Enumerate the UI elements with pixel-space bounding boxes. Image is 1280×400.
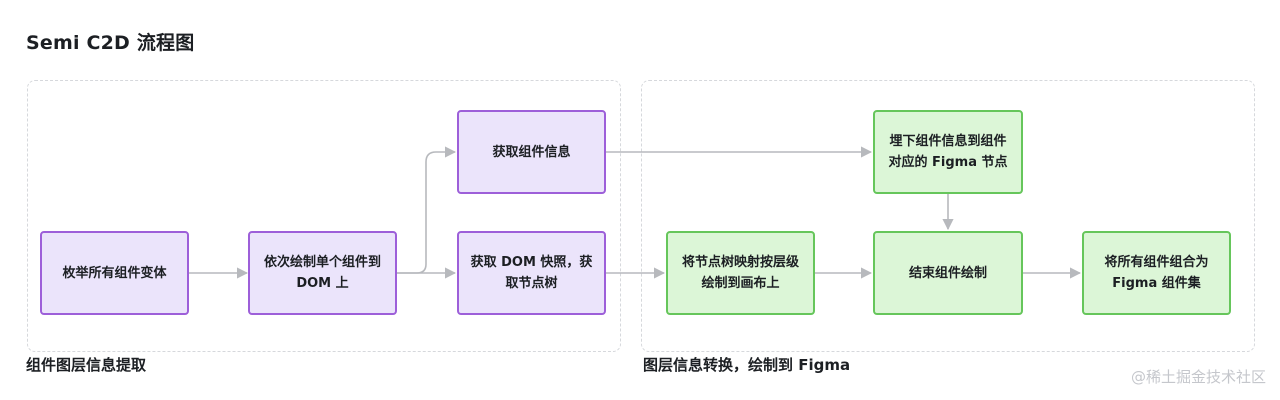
page-title: Semi C2D 流程图 [26, 32, 195, 54]
node-dom-snapshot: 获取 DOM 快照，获取节点树 [457, 231, 606, 315]
node-enumerate-variants: 枚举所有组件变体 [40, 231, 189, 315]
node-bury-component-info: 埋下组件信息到组件对应的 Figma 节点 [873, 110, 1023, 194]
node-map-tree-to-canvas: 将节点树映射按层级绘制到画布上 [666, 231, 815, 315]
edge-draw-to-info [397, 146, 457, 274]
group-extract [27, 80, 621, 352]
group-convert-label: 图层信息转换，绘制到 Figma [643, 356, 851, 374]
node-draw-each-component: 依次绘制单个组件到 DOM 上 [248, 231, 397, 315]
group-convert [641, 80, 1255, 352]
group-extract-label: 组件图层信息提取 [26, 356, 147, 374]
watermark: @稀土掘金技术社区 [1130, 368, 1266, 386]
node-combine-component-set: 将所有组件组合为 Figma 组件集 [1082, 231, 1231, 315]
node-get-component-info: 获取组件信息 [457, 110, 606, 194]
node-finish-drawing: 结束组件绘制 [873, 231, 1023, 315]
